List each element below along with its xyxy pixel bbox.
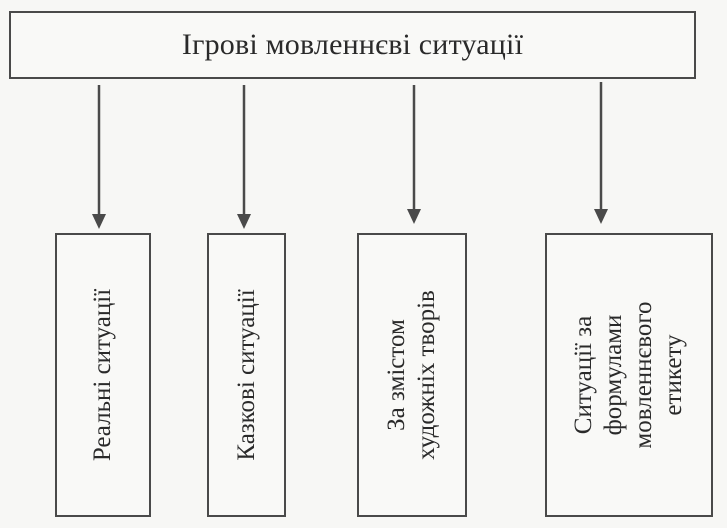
arrow-1 — [92, 85, 106, 229]
child-node-label: Ситуації за формулами мовленнєвого етике… — [569, 301, 689, 448]
label-line: Реальні ситуації — [89, 288, 116, 462]
label-line: мовленнєвого — [630, 301, 657, 449]
child-node-real-situations: Реальні ситуації — [55, 233, 151, 517]
label-line: етикету — [660, 334, 687, 416]
child-node-fairy-tale-situations: Казкові ситуації — [207, 233, 286, 517]
child-node-label: Казкові ситуації — [232, 289, 262, 460]
arrow-2 — [237, 85, 251, 229]
child-node-literary-content: За змістом художніх творів — [357, 233, 467, 517]
label-line: Казкові ситуації — [232, 289, 260, 461]
child-node-label: Реальні ситуації — [88, 289, 118, 461]
root-node-label: Ігрові мовленнєві ситуації — [181, 28, 524, 61]
label-line: За змістом — [383, 319, 410, 431]
arrow-3 — [407, 85, 421, 224]
child-node-speech-etiquette: Ситуації за формулами мовленнєвого етике… — [545, 233, 713, 517]
arrow-4 — [594, 82, 608, 224]
label-line: художніх творів — [413, 290, 440, 460]
root-node: Ігрові мовленнєві ситуації — [9, 11, 696, 79]
label-line: Ситуації за — [570, 315, 597, 435]
label-line: формулами — [600, 314, 627, 436]
child-node-label: За змістом художніх творів — [382, 290, 442, 460]
